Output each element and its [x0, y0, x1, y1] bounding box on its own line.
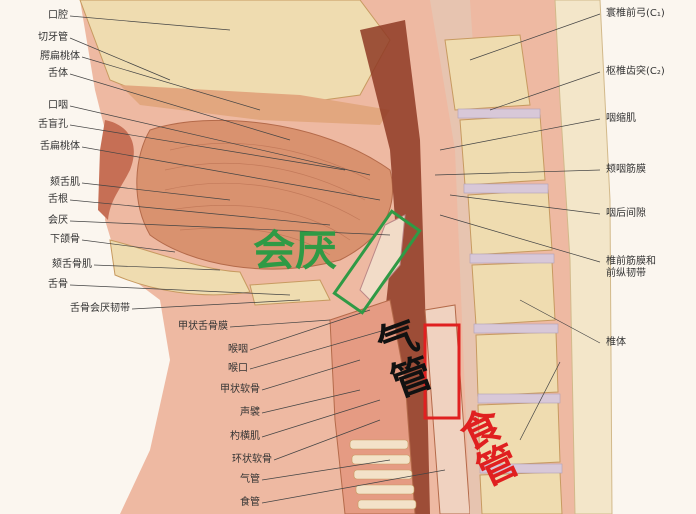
label-thyrohyoid-membrane: 甲状舌骨膜	[178, 321, 228, 332]
label-hyoid: 舌骨	[48, 279, 68, 290]
label-oral-cavity: 口腔	[48, 10, 68, 21]
label-thyroid-cartilage: 甲状软骨	[220, 384, 260, 395]
tracheal-rings	[349, 439, 417, 510]
label-retropharyngeal-space: 咽后间隙	[606, 208, 646, 219]
hard-palate	[120, 85, 390, 125]
epiglottis-highlight-box	[332, 209, 422, 315]
label-lingual-tonsil: 舌扁桃体	[40, 141, 80, 152]
label-incisive-canal: 切牙管	[38, 32, 68, 43]
label-dens-axis: 枢椎齿突(C₂)	[606, 66, 665, 77]
label-hyoepiglottic-ligament: 舌骨会厌韧带	[70, 303, 130, 314]
hyoid-bone	[249, 279, 331, 306]
mandible	[109, 239, 251, 296]
label-buccopharyngeal-fascia: 颊咽筋膜	[606, 164, 646, 175]
label-vertebral-body: 椎体	[606, 337, 626, 348]
label-cricoid-cartilage: 环状软骨	[232, 454, 272, 465]
label-mandible: 下颌骨	[50, 234, 80, 245]
esophagus-highlight-box	[423, 323, 461, 420]
vertebrae	[444, 34, 563, 514]
intervertebral-discs	[457, 108, 563, 474]
label-transverse-arytenoid: 杓横肌	[230, 431, 260, 442]
label-laryngeal-inlet: 喉口	[228, 363, 248, 374]
label-vocal-fold: 声襞	[240, 407, 260, 418]
label-genioglossus: 颏舌肌	[50, 177, 80, 188]
tongue	[136, 119, 394, 270]
label-epiglottis: 会厌	[48, 215, 68, 226]
label-geniohyoid: 颏舌骨肌	[52, 259, 92, 270]
label-pharyngeal-constrictor: 咽缩肌	[606, 113, 636, 124]
label-prevertebral-fascia: 椎前筋膜和 前纵韧带	[606, 256, 656, 279]
label-foramen-cecum: 舌盲孔	[38, 119, 68, 130]
lips	[98, 120, 134, 220]
label-trachea: 气管	[240, 474, 260, 485]
label-laryngopharynx: 喉咽	[228, 344, 248, 355]
label-palatine-tonsil: 腭扁桃体	[40, 51, 80, 62]
label-tongue-body: 舌体	[48, 68, 68, 79]
label-atlas-arch: 寰椎前弓(C₁)	[606, 8, 665, 19]
annotation-epiglottis: 会厌	[253, 226, 338, 275]
label-tongue-root: 舌根	[48, 194, 68, 205]
label-esophagus: 食管	[240, 497, 260, 508]
label-oropharynx: 口咽	[48, 100, 68, 111]
